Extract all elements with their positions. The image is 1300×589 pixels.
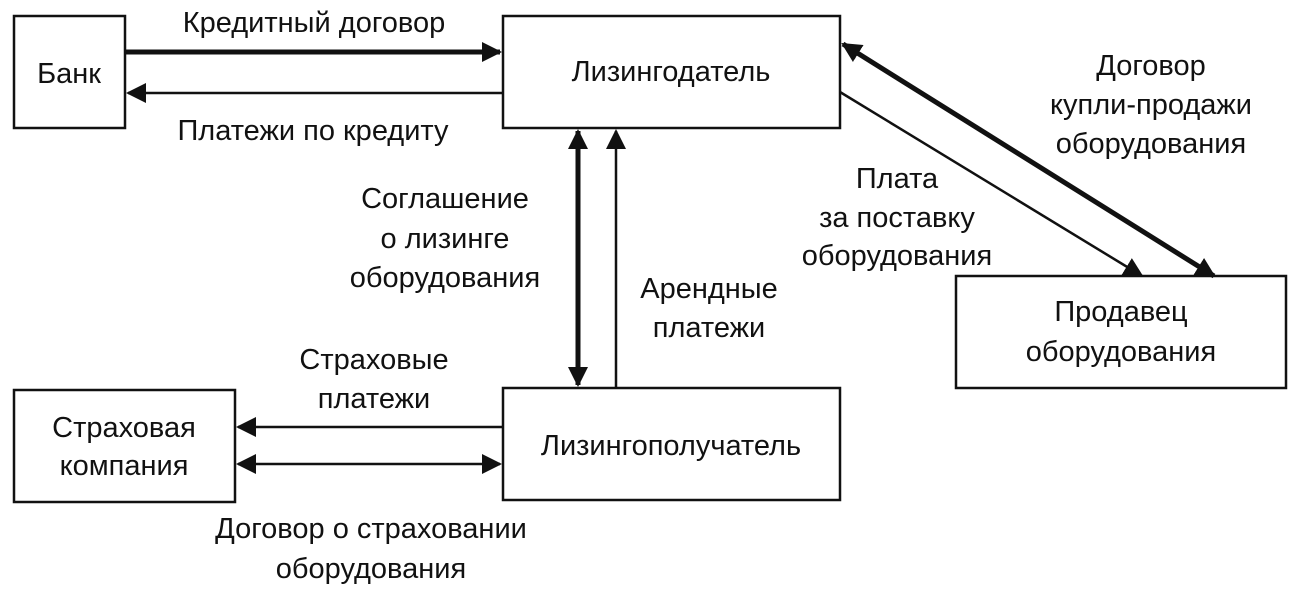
label-purchase-agreement-line3: оборудования bbox=[1056, 128, 1246, 160]
node-bank: Банк bbox=[12, 14, 127, 130]
label-insurance-payments-line2: платежи bbox=[318, 383, 430, 415]
label-credit-agreement: Кредитный договор bbox=[183, 7, 446, 39]
node-bank-label: Банк bbox=[37, 58, 101, 90]
node-seller: Продавец оборудования bbox=[954, 274, 1288, 390]
arrow-supply-payment bbox=[839, 90, 1144, 278]
label-purchase-agreement-line2: купли-продажи bbox=[1050, 89, 1252, 121]
node-seller-label-line2: оборудования bbox=[1026, 336, 1216, 368]
node-insurer-label-line2: компания bbox=[60, 450, 189, 482]
label-supply-payment-line2: за поставку bbox=[819, 202, 975, 234]
arrow-purchase-agreement bbox=[841, 41, 1216, 279]
label-loan-payments: Платежи по кредиту bbox=[177, 115, 449, 147]
label-leasing-agreement-line1: Соглашение bbox=[361, 183, 529, 215]
label-supply-payment-line3: оборудования bbox=[802, 240, 992, 272]
label-lease-payments-line2: платежи bbox=[653, 312, 765, 344]
label-leasing-agreement-line3: оборудования bbox=[350, 262, 540, 294]
label-insurance-agreement-line2: оборудования bbox=[276, 553, 466, 585]
node-lessee-label: Лизингополучатель bbox=[541, 430, 801, 462]
node-lessee: Лизингополучатель bbox=[501, 386, 842, 502]
label-lease-payments-line1: Арендные bbox=[640, 273, 778, 305]
node-insurer: Страховая компания bbox=[12, 388, 237, 504]
node-insurer-label-line1: Страховая bbox=[52, 412, 196, 444]
node-lessor-label: Лизингодатель bbox=[572, 56, 771, 88]
label-purchase-agreement-line1: Договор bbox=[1096, 50, 1206, 82]
label-leasing-agreement-line2: о лизинге bbox=[381, 223, 510, 255]
node-seller-label-line1: Продавец bbox=[1054, 296, 1187, 328]
label-supply-payment-line1: Плата bbox=[856, 163, 939, 195]
label-insurance-agreement-line1: Договор о страховании bbox=[215, 513, 527, 545]
label-insurance-payments-line1: Страховые bbox=[299, 344, 448, 376]
node-lessor: Лизингодатель bbox=[501, 14, 842, 130]
